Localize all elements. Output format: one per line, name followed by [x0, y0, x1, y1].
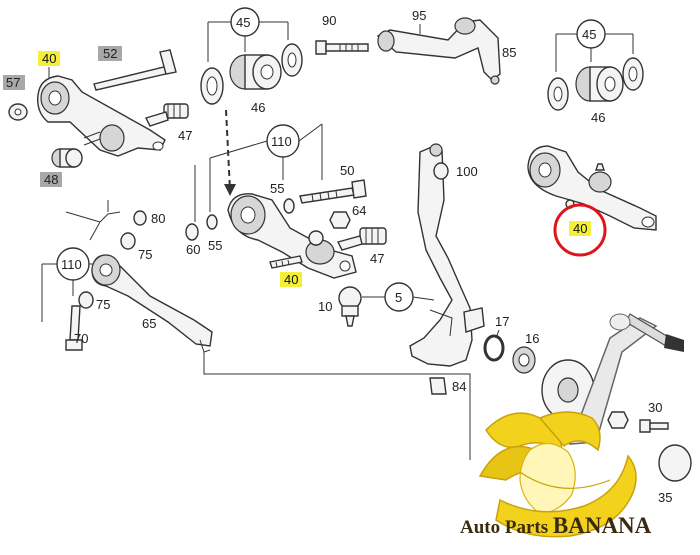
bolt-50	[299, 187, 355, 204]
label-40-highlight-a	[38, 51, 60, 66]
label-40-c: 40	[284, 272, 298, 287]
label-75-a: 75	[138, 247, 152, 262]
nut-64	[329, 211, 351, 229]
label-48-box	[40, 172, 62, 187]
label-40-b: 40	[573, 221, 587, 236]
label-100: 100	[456, 164, 478, 179]
label-30: 30	[648, 400, 662, 415]
label-85: 85	[502, 45, 516, 60]
nut-60	[185, 223, 199, 241]
bushing-group-45-b: 45 46	[547, 19, 644, 125]
label-40-a: 40	[42, 51, 56, 66]
label-60: 60	[186, 242, 200, 257]
label-10: 10	[318, 299, 332, 314]
label-90: 90	[322, 13, 336, 28]
assembly-arrow	[225, 109, 231, 191]
tension-strut-group: 110 55 50 60 55 64 47	[185, 109, 387, 287]
bushing-group-45-a: 45 46	[200, 7, 303, 115]
control-arm-40-b: 40	[527, 145, 657, 257]
label-45-a: 45	[236, 15, 250, 30]
bolt-90: 90	[315, 13, 369, 55]
label-65: 65	[142, 316, 156, 331]
label-110-a: 110	[271, 134, 292, 149]
label-17: 17	[495, 314, 509, 329]
label-57: 57	[6, 75, 20, 90]
label-47-b: 47	[370, 251, 384, 266]
ball-joint-47-b	[336, 227, 387, 251]
control-arm-65-group: 80 75 110 75 65 70	[41, 200, 471, 460]
steering-knuckle: 100 84	[409, 143, 485, 395]
label-50: 50	[340, 163, 354, 178]
upper-control-arm-85: 95 85	[376, 8, 516, 85]
bolt-52	[93, 65, 171, 91]
label-52-box	[98, 46, 122, 61]
nut-100	[433, 162, 449, 180]
dust-cap-35	[658, 444, 692, 482]
label-45-b: 45	[582, 27, 596, 42]
banana-logo-icon	[478, 313, 684, 538]
label-35: 35	[658, 490, 672, 505]
assembly-line	[203, 352, 471, 460]
label-47-a: 47	[178, 128, 192, 143]
label-46-a: 46	[251, 100, 265, 115]
brand-prefix: Auto Parts	[460, 517, 553, 538]
label-57-box	[3, 75, 25, 90]
brand-name: BANANA	[553, 513, 652, 538]
bolt-84	[429, 377, 447, 395]
nut-80	[133, 210, 147, 226]
bushing-48	[51, 148, 83, 168]
label-46-b: 46	[591, 110, 605, 125]
label-110-b: 110	[61, 257, 82, 272]
ball-joint-47-a	[145, 103, 189, 127]
snap-ring-17	[483, 334, 505, 362]
label-80: 80	[151, 211, 165, 226]
label-40-highlight-b	[569, 221, 591, 236]
label-55-b: 55	[208, 238, 222, 253]
lower-control-arm-left: 40 52 57 47 48	[3, 46, 192, 187]
label-48: 48	[44, 172, 58, 187]
hub-bolt-group: 30 35	[607, 400, 692, 505]
brand-wordmark: Auto Parts BANANA	[460, 513, 652, 538]
label-70: 70	[74, 331, 88, 346]
label-84: 84	[452, 379, 466, 394]
label-40-highlight-c	[280, 272, 302, 287]
label-52: 52	[103, 46, 117, 61]
label-16: 16	[525, 331, 539, 346]
label-95: 95	[412, 8, 426, 23]
label-5: 5	[395, 290, 402, 305]
ball-joint-10-group: 5 10	[318, 282, 435, 327]
label-55-a: 55	[270, 181, 284, 196]
bolt-30	[639, 419, 651, 433]
highlight-ring	[553, 203, 607, 257]
bearing-group: 17 16	[483, 314, 595, 421]
label-75-b: 75	[96, 297, 110, 312]
label-64: 64	[352, 203, 366, 218]
